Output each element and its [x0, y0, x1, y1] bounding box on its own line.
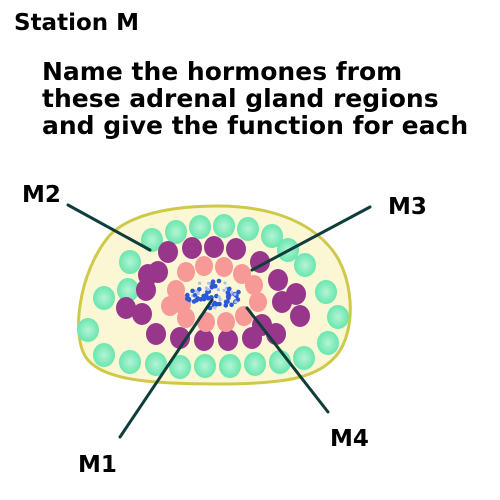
core-dot: [197, 287, 202, 292]
core-dot: [190, 288, 195, 294]
zone-middle-cells: [116, 236, 310, 351]
core-dot: [194, 298, 199, 303]
question-text: Name the hormones from these adrenal gla…: [42, 58, 468, 139]
question-line-2: these adrenal gland regions: [42, 84, 439, 113]
middle-cell: [182, 237, 202, 259]
pointer-line-m3: [250, 205, 372, 272]
zone-inner-cells: [161, 256, 267, 332]
core-dot: [222, 288, 226, 292]
middle-cell: [226, 238, 246, 260]
inner-cell: [177, 262, 195, 282]
middle-cell: [204, 236, 224, 258]
middle-cell: [132, 303, 152, 325]
outer-cell: [315, 280, 337, 304]
core-dot: [225, 299, 230, 304]
core-dot: [216, 278, 222, 284]
core-dot: [236, 289, 241, 295]
label-m2: M2: [22, 182, 61, 208]
middle-cell: [194, 329, 214, 351]
outer-cell: [77, 318, 99, 342]
outer-cell: [237, 217, 259, 241]
pointer-line-m2: [66, 203, 152, 252]
label-m4: M4: [330, 426, 369, 452]
outer-cell: [119, 250, 141, 274]
outer-cell: [327, 305, 349, 329]
middle-cell: [158, 241, 178, 263]
inner-cell: [249, 292, 267, 312]
middle-cell: [138, 264, 158, 286]
zone-outer-cells: [77, 214, 349, 379]
inner-cell: [215, 257, 233, 277]
core-dot: [216, 288, 220, 292]
outer-cell: [169, 355, 191, 379]
middle-cell: [146, 323, 166, 345]
inner-cell: [197, 312, 215, 332]
core-dot: [223, 303, 229, 308]
pointer-line-m4: [245, 306, 330, 414]
middle-cell: [290, 305, 310, 327]
core-dot: [218, 298, 222, 302]
core-dot: [212, 300, 218, 306]
core-dot: [217, 295, 221, 299]
label-m3: M3: [388, 194, 427, 220]
core-dot: [233, 292, 237, 296]
inner-cell: [235, 306, 253, 326]
outer-cell: [141, 228, 163, 252]
outer-cell: [145, 352, 167, 376]
core-dot: [230, 290, 234, 294]
core-dot: [234, 300, 238, 304]
outer-cell: [317, 331, 339, 355]
middle-cell: [272, 291, 292, 313]
core-dot: [226, 295, 231, 301]
inner-cell: [195, 256, 213, 276]
outer-cell: [189, 215, 211, 239]
outer-cell: [244, 352, 266, 376]
inner-cell: [245, 275, 263, 295]
outer-cell: [117, 278, 139, 302]
core-dot: [196, 291, 200, 296]
pointer-line-m1: [118, 298, 214, 439]
pointer-lines: [66, 203, 372, 439]
question-line-1: Name the hormones from: [42, 57, 403, 86]
core-dot: [227, 286, 232, 292]
inner-cell: [217, 312, 235, 332]
outer-cell: [119, 350, 141, 374]
core-dot: [186, 297, 192, 303]
station-title: Station M: [14, 10, 140, 36]
outer-cell: [261, 224, 283, 248]
core-dot: [201, 296, 207, 302]
core-dot: [185, 292, 190, 298]
outer-cell: [93, 343, 115, 367]
core-dot: [213, 306, 217, 310]
zone-core-dots: [185, 278, 241, 311]
outer-cell: [194, 354, 216, 378]
outer-cell: [165, 220, 187, 244]
core-dot: [209, 284, 215, 289]
core-dot: [223, 281, 227, 285]
core-dot: [229, 302, 234, 308]
core-dot: [207, 281, 211, 285]
middle-cell: [170, 327, 190, 349]
label-m1: M1: [78, 452, 117, 478]
middle-cell: [218, 329, 238, 351]
core-dot: [198, 281, 202, 285]
core-dot: [209, 295, 214, 300]
middle-cell: [268, 269, 288, 291]
outer-cell: [213, 214, 235, 238]
outer-cell: [219, 354, 241, 378]
outer-cell: [293, 346, 315, 370]
core-dot: [206, 287, 210, 292]
middle-cell: [116, 297, 136, 319]
outer-cell: [294, 253, 316, 277]
question-line-3: and give the function for each: [42, 111, 469, 140]
core-dot: [210, 279, 216, 285]
outer-cell: [93, 286, 115, 310]
inner-cell: [233, 264, 251, 284]
